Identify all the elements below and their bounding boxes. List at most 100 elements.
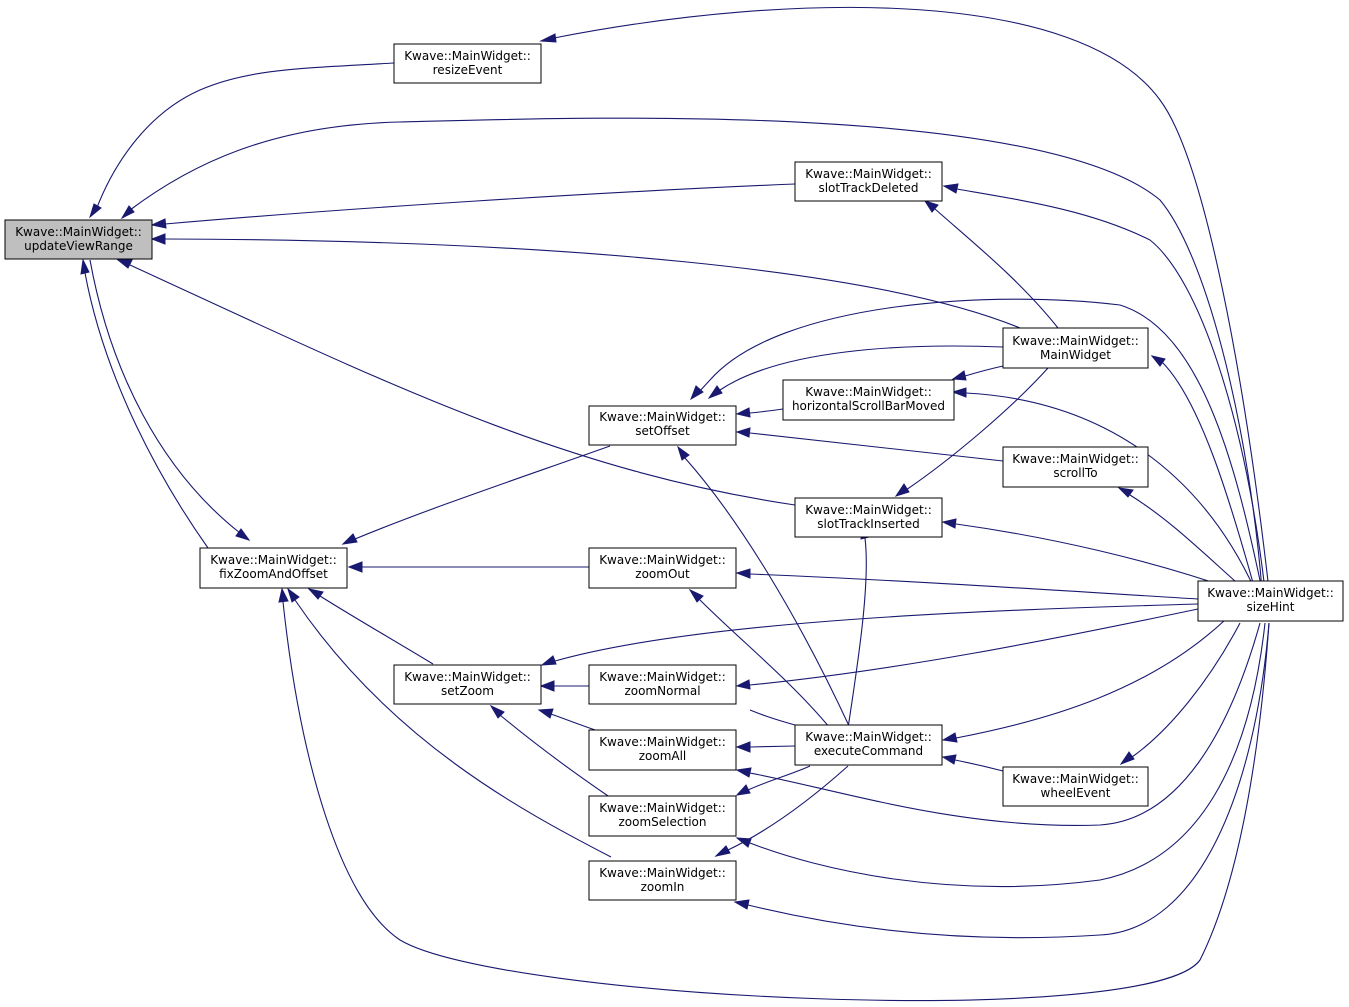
edge-executeCommand-to-slotTrackInserted xyxy=(847,523,870,729)
node-zoomOut-line2: zoomOut xyxy=(635,567,690,581)
edge-sizeHint-to-zoomOut xyxy=(735,568,1199,600)
edge-horizontalScrollBarMoved-to-setOffset xyxy=(735,407,784,418)
node-zoomSelection[interactable]: Kwave::MainWidget:: zoomSelection xyxy=(588,795,737,837)
edge-zoomOut-to-fixZoomAndOffset xyxy=(347,561,589,573)
node-zoomOut[interactable]: Kwave::MainWidget:: zoomOut xyxy=(588,547,737,589)
node-zoomIn-line1: Kwave::MainWidget:: xyxy=(599,866,726,880)
node-zoomNormal-line1: Kwave::MainWidget:: xyxy=(599,670,726,684)
node-zoomAll[interactable]: Kwave::MainWidget:: zoomAll xyxy=(588,729,737,771)
edge-updateViewRange-to-fixZoomAndOffset xyxy=(89,259,251,541)
edges xyxy=(80,6,1270,1002)
node-setZoom-line2: setZoom xyxy=(441,684,494,698)
node-resizeEvent[interactable]: Kwave::MainWidget:: resizeEvent xyxy=(393,43,542,84)
node-setOffset[interactable]: Kwave::MainWidget:: setOffset xyxy=(588,405,737,446)
nodes: Kwave::MainWidget:: updateViewRange Kwav… xyxy=(4,43,1344,901)
edge-MainWidget-to-slotTrackInserted xyxy=(894,367,1049,497)
node-slotTrackInserted-line2: slotTrackInserted xyxy=(817,517,919,531)
node-zoomOut-line1: Kwave::MainWidget:: xyxy=(599,553,726,567)
node-executeCommand-line2: executeCommand xyxy=(814,744,923,758)
node-wheelEvent-line2: wheelEvent xyxy=(1041,786,1111,800)
node-setZoom-line1: Kwave::MainWidget:: xyxy=(404,670,531,684)
edge-MainWidget-to-setOffset xyxy=(707,345,1004,400)
edge-resizeEvent-to-updateViewRange xyxy=(89,62,395,219)
node-fixZoomAndOffset[interactable]: Kwave::MainWidget:: fixZoomAndOffset xyxy=(199,547,348,589)
node-slotTrackInserted[interactable]: Kwave::MainWidget:: slotTrackInserted xyxy=(794,497,943,538)
node-zoomNormal[interactable]: Kwave::MainWidget:: zoomNormal xyxy=(588,664,737,705)
edge-sizeHint-to-updateViewRange xyxy=(120,117,1263,591)
node-setOffset-line1: Kwave::MainWidget:: xyxy=(599,410,726,424)
edge-MainWidget-to-updateViewRange xyxy=(150,233,1021,329)
node-MainWidget[interactable]: Kwave::MainWidget:: MainWidget xyxy=(1002,327,1149,369)
edge-zoomNormal-to-setZoom xyxy=(539,680,589,692)
node-executeCommand[interactable]: Kwave::MainWidget:: executeCommand xyxy=(794,724,943,766)
edge-MainWidget-to-horizontalScrollBarMoved xyxy=(951,365,1004,381)
node-slotTrackInserted-line1: Kwave::MainWidget:: xyxy=(805,503,932,517)
edge-sizeHint-to-zoomNormal xyxy=(735,608,1199,690)
edge-sizeHint-to-setZoom xyxy=(540,603,1199,666)
node-scrollTo[interactable]: Kwave::MainWidget:: scrollTo xyxy=(1002,446,1149,488)
edge-executeCommand-to-zoomIn xyxy=(714,765,849,857)
node-slotTrackDeleted-line1: Kwave::MainWidget:: xyxy=(805,167,932,181)
node-zoomAll-line2: zoomAll xyxy=(639,749,687,763)
edge-wheelEvent-to-executeCommand xyxy=(941,754,1004,772)
edge-sizeHint-to-executeCommand xyxy=(941,619,1226,743)
edge-sizeHint-to-slotTrackDeleted xyxy=(942,183,1266,591)
node-resizeEvent-line2: resizeEvent xyxy=(433,63,503,77)
edge-setOffset-to-fixZoomAndOffset xyxy=(341,445,611,545)
node-resizeEvent-line1: Kwave::MainWidget:: xyxy=(404,49,531,63)
node-zoomSelection-line2: zoomSelection xyxy=(619,815,707,829)
node-fixZoomAndOffset-line2: fixZoomAndOffset xyxy=(219,567,328,581)
edge-sizeHint-to-setOffset xyxy=(690,298,1263,591)
node-fixZoomAndOffset-line1: Kwave::MainWidget:: xyxy=(210,553,337,567)
edge-executeCommand-to-zoomNormal xyxy=(749,709,796,726)
edge-zoomAll-to-setZoom xyxy=(537,708,602,733)
node-zoomIn-line2: zoomIn xyxy=(641,880,685,894)
node-scrollTo-line1: Kwave::MainWidget:: xyxy=(1012,452,1139,466)
node-updateViewRange-line1: Kwave::MainWidget:: xyxy=(15,225,142,239)
node-MainWidget-line2: MainWidget xyxy=(1040,348,1111,362)
node-setZoom[interactable]: Kwave::MainWidget:: setZoom xyxy=(393,664,542,705)
node-updateViewRange[interactable]: Kwave::MainWidget:: updateViewRange xyxy=(4,219,153,260)
edge-sizeHint-to-horizontalScrollBarMoved xyxy=(951,387,1256,591)
node-sizeHint-line2: sizeHint xyxy=(1247,600,1295,614)
edge-zoomSelection-to-setZoom xyxy=(489,704,612,799)
node-sizeHint-line1: Kwave::MainWidget:: xyxy=(1207,586,1334,600)
node-zoomIn[interactable]: Kwave::MainWidget:: zoomIn xyxy=(588,860,737,901)
edge-sizeHint-to-scrollTo xyxy=(1117,487,1246,591)
edge-executeCommand-to-setOffset xyxy=(677,445,851,729)
edge-sizeHint-to-resizeEvent xyxy=(539,6,1270,591)
edge-sizeHint-to-slotTrackInserted xyxy=(941,518,1236,591)
node-horizontalScrollBarMoved[interactable]: Kwave::MainWidget:: horizontalScrollBarM… xyxy=(782,379,955,421)
edge-sizeHint-to-zoomAll xyxy=(735,622,1261,826)
edge-slotTrackDeleted-to-updateViewRange xyxy=(150,183,796,229)
edge-sizeHint-to-wheelEvent xyxy=(1119,622,1241,766)
edge-sizeHint-to-zoomIn xyxy=(733,622,1270,939)
edge-executeCommand-to-zoomAll xyxy=(735,741,796,753)
edge-executeCommand-to-zoomOut xyxy=(688,588,831,729)
node-MainWidget-line1: Kwave::MainWidget:: xyxy=(1012,334,1139,348)
node-zoomAll-line1: Kwave::MainWidget:: xyxy=(599,735,726,749)
node-horizontalScrollBarMoved-line1: Kwave::MainWidget:: xyxy=(805,385,932,399)
edge-setZoom-to-fixZoomAndOffset xyxy=(307,588,434,665)
edge-executeCommand-to-zoomSelection xyxy=(735,765,811,796)
edge-sizeHint-to-fixZoomAndOffset xyxy=(278,587,1270,1002)
node-zoomNormal-line2: zoomNormal xyxy=(624,684,700,698)
node-zoomSelection-line1: Kwave::MainWidget:: xyxy=(599,801,726,815)
edge-MainWidget-to-slotTrackDeleted xyxy=(923,200,1059,329)
edge-zoomIn-to-fixZoomAndOffset xyxy=(287,587,612,858)
node-wheelEvent[interactable]: Kwave::MainWidget:: wheelEvent xyxy=(1002,766,1149,807)
edge-scrollTo-to-setOffset xyxy=(735,427,1004,462)
node-slotTrackDeleted-line2: slotTrackDeleted xyxy=(818,181,918,195)
node-sizeHint[interactable]: Kwave::MainWidget:: sizeHint xyxy=(1197,580,1344,622)
node-executeCommand-line1: Kwave::MainWidget:: xyxy=(805,730,932,744)
edge-fixZoomAndOffset-to-updateViewRange xyxy=(80,258,209,549)
node-setOffset-line2: setOffset xyxy=(635,424,690,438)
node-horizontalScrollBarMoved-line2: horizontalScrollBarMoved xyxy=(792,399,945,413)
node-scrollTo-line2: scrollTo xyxy=(1053,466,1097,480)
node-updateViewRange-line2: updateViewRange xyxy=(24,239,133,253)
edge-sizeHint-to-MainWidget xyxy=(1150,355,1256,591)
node-wheelEvent-line1: Kwave::MainWidget:: xyxy=(1012,772,1139,786)
node-slotTrackDeleted[interactable]: Kwave::MainWidget:: slotTrackDeleted xyxy=(794,161,943,202)
edge-slotTrackInserted-to-updateViewRange xyxy=(116,259,796,506)
